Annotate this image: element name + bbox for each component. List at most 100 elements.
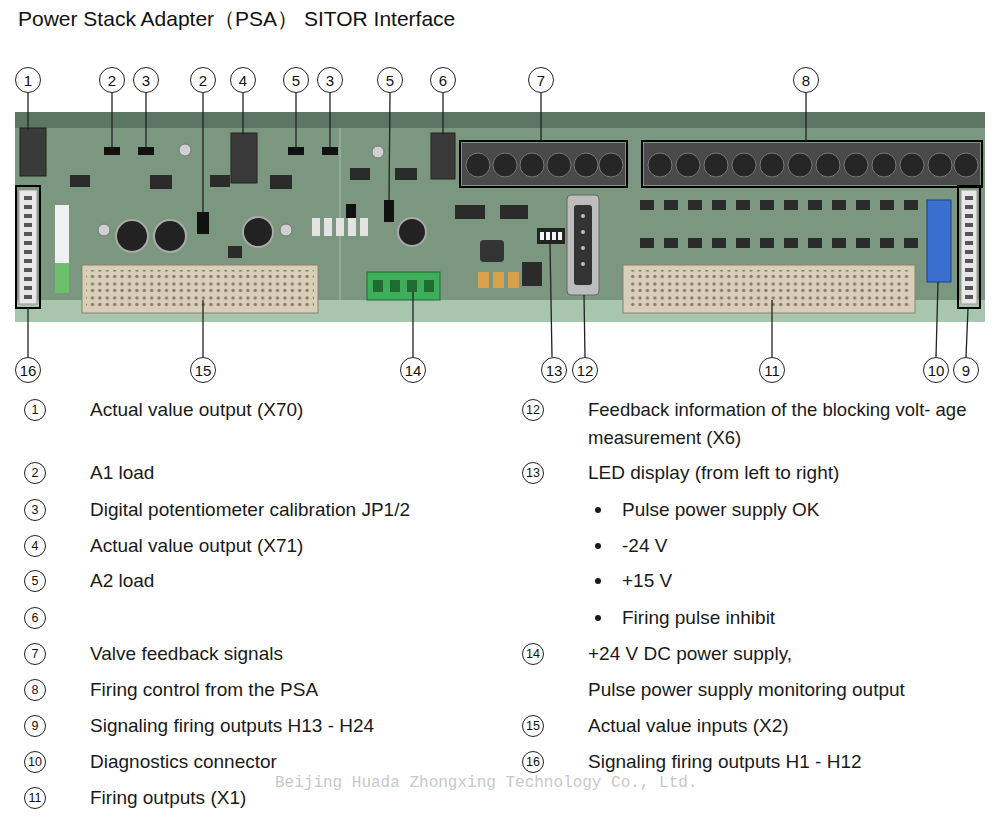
callout-circle: 15 <box>190 357 216 383</box>
list-item: 16Signaling firing outputs H1 - H12 <box>522 751 544 773</box>
list-number: 14 <box>526 648 540 661</box>
callout-number: 1 <box>24 73 32 88</box>
callout-circle: 8 <box>793 67 819 93</box>
callout-number: 14 <box>405 363 422 378</box>
bullet-dot <box>595 507 601 513</box>
list-circle: 2 <box>24 462 46 484</box>
list-number: 8 <box>32 684 39 697</box>
callout-circle: 16 <box>15 357 41 383</box>
list-circle: 8 <box>24 679 46 701</box>
list-circle: 12 <box>522 399 544 421</box>
list-circle: 16 <box>522 751 544 773</box>
callout-number: 5 <box>386 73 394 88</box>
item-bullet-text: -24 V <box>622 535 667 557</box>
list-circle: 10 <box>24 751 46 773</box>
list-circle: 13 <box>522 462 544 484</box>
callout-circle: 3 <box>133 67 159 93</box>
callout-number: 15 <box>195 363 212 378</box>
callout-circle: 3 <box>317 67 343 93</box>
item-description: Digital potentiometer calibration JP1/2 <box>90 499 410 521</box>
callout-number: 9 <box>962 363 970 378</box>
diagram-title: Power Stack Adapter（PSA） SITOR Interface <box>18 8 455 30</box>
list-item: 3Digital potentiometer calibration JP1/2 <box>24 499 46 521</box>
list-item: 14+24 V DC power supply,Pulse power supp… <box>522 643 544 665</box>
callout-number: 3 <box>326 73 334 88</box>
bullet-dot <box>595 543 601 549</box>
item-description: Actual value inputs (X2) <box>588 715 789 737</box>
list-circle: 11 <box>24 787 46 809</box>
list-number: 5 <box>32 575 39 588</box>
item-description: Actual value output (X71) <box>90 535 303 557</box>
list-item: 6 <box>24 607 46 629</box>
list-item: 1Actual value output (X70) <box>24 399 46 421</box>
item-description: Firing outputs (X1) <box>90 787 246 809</box>
callout-circle: 5 <box>283 67 309 93</box>
list-circle: 14 <box>522 643 544 665</box>
callout-number: 5 <box>292 73 300 88</box>
item-description: A2 load <box>90 570 154 592</box>
callout-number: 2 <box>108 73 116 88</box>
list-item: 5A2 load <box>24 570 46 592</box>
list-item: 7Valve feedback signals <box>24 643 46 665</box>
callout-circle: 11 <box>759 357 785 383</box>
list-item: 11Firing outputs (X1) <box>24 787 46 809</box>
list-number: 16 <box>526 756 540 769</box>
item-description: Signaling firing outputs H1 - H12 <box>588 751 862 773</box>
list-circle: 15 <box>522 715 544 737</box>
list-item: 2A1 load <box>24 462 46 484</box>
item-description: Valve feedback signals <box>90 643 283 665</box>
callout-number: 16 <box>20 363 37 378</box>
list-circle: 9 <box>24 715 46 737</box>
callout-number: 6 <box>439 73 447 88</box>
item-bullet-text: Firing pulse inhibit <box>622 607 775 629</box>
item-description: Signaling firing outputs H13 - H24 <box>90 715 374 737</box>
list-item: 13LED display (from left to right)Pulse … <box>522 462 544 484</box>
callout-number: 13 <box>546 363 563 378</box>
list-number: 12 <box>526 404 540 417</box>
item-description: A1 load <box>90 462 154 484</box>
item-description: +24 V DC power supply, <box>588 643 792 665</box>
list-number: 13 <box>526 467 540 480</box>
list-circle: 1 <box>24 399 46 421</box>
item-description: Actual value output (X70) <box>90 399 303 421</box>
list-number: 9 <box>32 720 39 733</box>
callout-number: 7 <box>537 73 545 88</box>
list-circle: 6 <box>24 607 46 629</box>
callout-circle: 5 <box>377 67 403 93</box>
list-item: 15Actual value inputs (X2) <box>522 715 544 737</box>
list-number: 4 <box>32 540 39 553</box>
callout-circle: 10 <box>923 357 949 383</box>
list-circle: 7 <box>24 643 46 665</box>
item-bullet-text: +15 V <box>622 570 672 592</box>
callout-number: 12 <box>577 363 594 378</box>
list-item: 8Firing control from the PSA <box>24 679 46 701</box>
callout-circle: 6 <box>430 67 456 93</box>
watermark: Beijing Huada Zhongxing Technology Co., … <box>275 775 697 791</box>
list-item: 12Feedback information of the blocking v… <box>522 399 544 421</box>
callout-circle: 9 <box>953 357 979 383</box>
list-number: 15 <box>526 720 540 733</box>
list-item: 4Actual value output (X71) <box>24 535 46 557</box>
list-item: 9Signaling firing outputs H13 - H24 <box>24 715 46 737</box>
callout-circle: 13 <box>541 357 567 383</box>
callout-circle: 14 <box>400 357 426 383</box>
list-item: 10Diagnostics connector <box>24 751 46 773</box>
callout-circle: 4 <box>230 67 256 93</box>
item-description: Firing control from the PSA <box>90 679 318 701</box>
callout-circle: 7 <box>528 67 554 93</box>
callout-number: 11 <box>764 363 780 378</box>
callout-number: 2 <box>199 73 207 88</box>
callout-circle: 2 <box>190 67 216 93</box>
item-description: Feedback information of the blocking vol… <box>588 396 993 452</box>
list-number: 2 <box>32 467 39 480</box>
list-circle: 5 <box>24 570 46 592</box>
callout-number: 3 <box>142 73 150 88</box>
callout-circle: 1 <box>15 67 41 93</box>
item-bullet-text: Pulse power supply monitoring output <box>588 679 905 701</box>
list-number: 7 <box>32 648 39 661</box>
list-number: 3 <box>32 504 39 517</box>
callout-circle: 12 <box>572 357 598 383</box>
item-description: LED display (from left to right) <box>588 462 839 484</box>
